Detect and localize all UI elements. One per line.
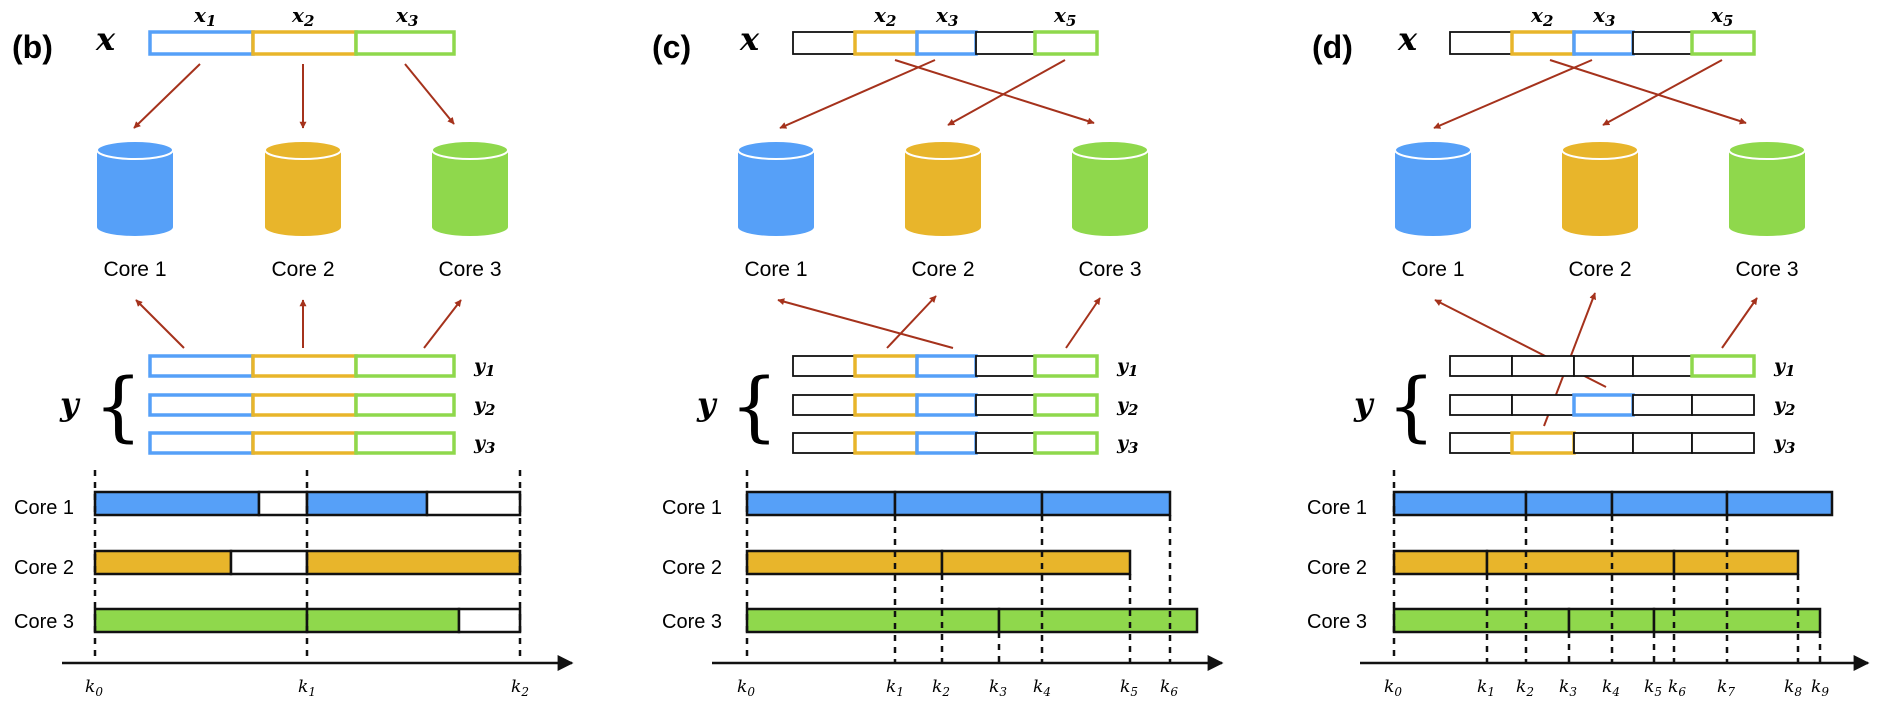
timeline-core-label: Core 1 — [14, 497, 74, 519]
y-row-label: y3 — [1773, 432, 1795, 457]
timeline: Core 1 Core 2 Core 3 k0 k1 k2 — [14, 470, 574, 699]
core-cylinder-1 — [96, 140, 174, 236]
tick-label: k8 — [1784, 677, 1802, 699]
x-element-label: x5 — [1053, 3, 1076, 30]
y-vectors — [792, 354, 1099, 455]
tick-label: k5 — [1120, 677, 1138, 699]
core-label: Core 2 — [271, 258, 334, 281]
x-element-label: x2 — [1530, 3, 1553, 30]
x-symbol: x — [95, 20, 116, 58]
timeline-core-label: Core 2 — [14, 557, 74, 579]
y-row-label: y2 — [1116, 394, 1138, 419]
tick-label: k2 — [932, 677, 950, 699]
timeline: Core 1 Core 2 Core 3 k0 k1 k2 — [662, 470, 1224, 699]
timeline-core-label: Core 3 — [1307, 611, 1367, 633]
x-element-labels: x2 x3 x5 — [1530, 3, 1733, 30]
scatter-arrows — [1433, 59, 1747, 129]
timeline-core-label: Core 3 — [14, 611, 74, 633]
core-label: Core 2 — [1568, 258, 1631, 281]
panel-label: (b) — [12, 29, 53, 65]
scatter-arrows — [779, 59, 1095, 129]
x-element-label: x5 — [1710, 3, 1733, 30]
core-label: Core 1 — [103, 258, 166, 281]
tick-label: k9 — [1811, 677, 1829, 699]
panel-label: (d) — [1312, 29, 1353, 65]
x-symbol: x — [739, 20, 760, 58]
core-cylinder-2 — [264, 140, 342, 236]
core-label: Core 3 — [1735, 258, 1798, 281]
timeline-core-label: Core 1 — [1307, 497, 1367, 519]
core-cylinder-3 — [1728, 140, 1806, 236]
core-label: Core 1 — [1401, 258, 1464, 281]
x-element-label: x1 — [193, 3, 216, 30]
core-cylinder-3 — [1071, 140, 1149, 236]
panel-b: (b) x x1 x2 x3 Core 1 C — [12, 3, 574, 699]
tick-label: k1 — [1477, 677, 1495, 699]
tick-label: k6 — [1160, 677, 1178, 699]
tick-label: k2 — [1516, 677, 1534, 699]
panel-d: (d) x x2 x3 x5 — [1307, 3, 1870, 699]
tick-label: k4 — [1602, 677, 1620, 699]
y-symbol: y — [1353, 385, 1375, 423]
panel-label: (c) — [652, 29, 691, 65]
y-row-label: y2 — [473, 394, 495, 419]
core-cylinder-1 — [737, 140, 815, 236]
timeline-core-label: Core 1 — [662, 497, 722, 519]
tick-label: k0 — [737, 677, 755, 699]
tick-label: k3 — [989, 677, 1007, 699]
tick-label: k5 — [1644, 677, 1662, 699]
tick-label: k4 — [1033, 677, 1051, 699]
y-vectors — [148, 354, 456, 455]
x-element-label: x3 — [1592, 3, 1615, 30]
timeline-core-label: Core 2 — [1307, 557, 1367, 579]
timeline-core-label: Core 2 — [662, 557, 722, 579]
y-row-label: y1 — [1773, 355, 1795, 380]
x-element-labels: x2 x3 x5 — [873, 3, 1076, 30]
core-cylinder-2 — [904, 140, 982, 236]
core-label: Core 3 — [1078, 258, 1141, 281]
x-element-label: x2 — [873, 3, 896, 30]
y-symbol: y — [696, 385, 718, 423]
timeline-core-label: Core 3 — [662, 611, 722, 633]
core-cylinder-1 — [1394, 140, 1472, 236]
tick-label: k2 — [511, 677, 529, 699]
y-vectors — [1449, 354, 1756, 455]
y-row-label: y3 — [473, 432, 495, 457]
gather-arrows — [135, 299, 462, 349]
timeline: Core 1 Core 2 Core 3 — [1307, 470, 1870, 699]
y-row-label: y1 — [1116, 355, 1138, 380]
y-row-label: y3 — [1116, 432, 1138, 457]
tick-label: k7 — [1717, 677, 1735, 699]
y-row-label: y1 — [473, 355, 495, 380]
gather-arrows — [777, 295, 1101, 349]
y-row-label: y2 — [1773, 394, 1795, 419]
x-element-labels: x1 x2 x3 — [193, 3, 418, 30]
x-vector — [792, 30, 1099, 56]
x-vector — [1449, 30, 1756, 56]
y-brace: { — [1387, 361, 1435, 450]
tick-label: k0 — [1384, 677, 1402, 699]
tick-label: k6 — [1668, 677, 1686, 699]
x-element-label: x3 — [395, 3, 418, 30]
core-cylinder-2 — [1561, 140, 1639, 236]
y-brace: { — [94, 361, 142, 450]
y-brace: { — [730, 361, 778, 450]
core-cylinder-3 — [431, 140, 509, 236]
tick-label: k0 — [85, 677, 103, 699]
x-element-label: x3 — [935, 3, 958, 30]
x-symbol: x — [1397, 20, 1418, 58]
tick-label: k3 — [1559, 677, 1577, 699]
y-symbol: y — [59, 385, 81, 423]
core-label: Core 3 — [438, 258, 501, 281]
scatter-arrows — [133, 63, 455, 129]
core-label: Core 1 — [744, 258, 807, 281]
panel-c: (c) x x2 x3 x5 — [652, 3, 1224, 699]
core-label: Core 2 — [911, 258, 974, 281]
x-vector — [148, 30, 456, 56]
tick-label: k1 — [298, 677, 316, 699]
tick-label: k1 — [886, 677, 904, 699]
x-element-label: x2 — [291, 3, 314, 30]
